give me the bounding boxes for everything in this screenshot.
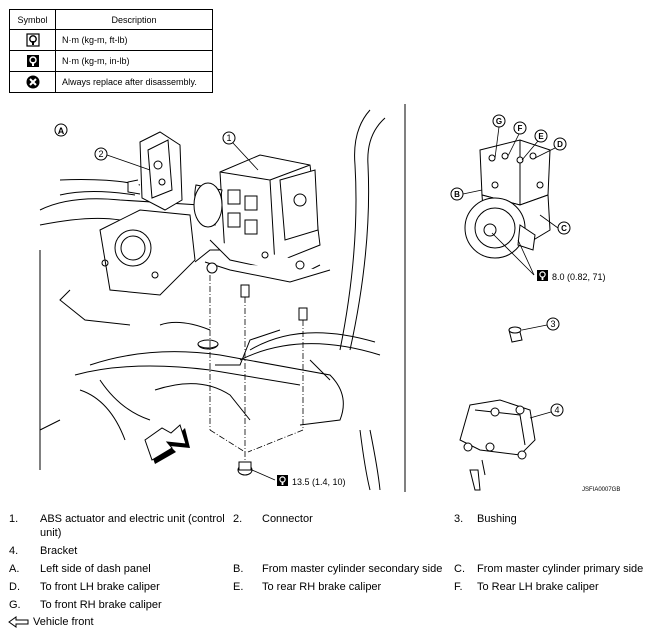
svg-text:A: A [58,126,65,136]
svg-text:1: 1 [226,133,231,143]
vehicle-front-arrow-icon [8,616,29,628]
abs-actuator-diagram: A [39,104,620,493]
svg-text:E: E [538,132,544,141]
legend-num: F. [454,581,463,593]
legend-text: Bushing [477,513,517,525]
legend-text: To front RH brake caliper [40,599,162,611]
legend-num: E. [233,581,244,593]
symbol-desc: N·m (kg-m, in-lb) [55,50,213,72]
connector-part [127,131,183,211]
svg-text:4: 4 [554,405,559,415]
callout-2: 2 [94,147,151,171]
mount-bolts [197,284,308,476]
legend-num: D. [9,581,20,593]
bracket-part [459,399,536,491]
figure-code: JSFIA0007GB [582,487,620,493]
vehicle-front-label: Vehicle front [33,616,94,628]
legend-text: To Rear LH brake caliper [477,581,599,593]
legend-text: Connector [262,513,313,525]
callout-3: 3 [521,317,560,331]
svg-text:13.5 (1.4, 10): 13.5 (1.4, 10) [292,477,346,487]
table-row: Always replace after disassembly. [9,71,213,93]
torque-label-1: 8.0 (0.82, 71) [491,232,606,282]
legend-text: Bracket [40,545,78,557]
legend-text: ABS actuator and electric unit (control … [40,513,225,539]
abs-actuator-left [193,154,331,283]
svg-text:8.0 (0.82, 71): 8.0 (0.82, 71) [552,272,606,282]
svg-text:B: B [454,190,460,199]
bushing-part [508,326,523,343]
table-row: N·m (kg-m, in-lb) [9,50,213,72]
view-label-a: A [54,123,68,137]
torque-wrench-icon [25,33,40,47]
svg-text:3: 3 [550,319,555,329]
letter-callout-e: E [521,129,548,161]
assembly-lines [209,275,304,460]
dash-panel-outline [39,109,386,491]
legend-num: 1. [9,513,19,525]
legend-text: Left side of dash panel [40,563,151,575]
legend-text: To rear RH brake caliper [262,581,382,593]
svg-text:2: 2 [98,149,103,159]
legend-num: G. [9,599,21,611]
torque-wrench-filled-icon [26,55,39,67]
vehicle-front-arrow [144,424,190,464]
letter-callout-g: G [492,114,506,159]
legend-text: To front LH brake caliper [40,581,160,593]
legend-num: 2. [233,513,243,525]
abs-actuator-right [464,139,551,259]
legend-num: 3. [454,513,464,525]
legend-text: From master cylinder secondary side [262,563,443,575]
symbol-desc: N·m (kg-m, ft-lb) [55,29,213,51]
vehicle-front-legend: Vehicle front [8,616,94,628]
description-header: Description [55,9,213,30]
symbol-desc: Always replace after disassembly. [55,71,213,93]
symbol-table: Symbol Description N·m (kg-m, ft-lb) [9,9,213,93]
letter-callout-b: B [450,187,483,201]
legend-num: C. [454,563,465,575]
legend-num: 4. [9,545,19,557]
letter-callout-d: D [534,137,567,159]
torque-label-2: 13.5 (1.4, 10) [251,469,346,487]
callout-1: 1 [222,131,259,171]
table-row: N·m (kg-m, ft-lb) [9,29,213,51]
svg-text:G: G [496,117,502,126]
letter-callout-c: C [539,214,571,235]
svg-text:C: C [561,224,567,233]
letter-callout-f: F [507,121,527,157]
callout-4: 4 [529,403,564,419]
replace-x-icon [26,75,39,89]
legend-text: From master cylinder primary side [477,563,644,575]
symbol-header: Symbol [9,9,56,30]
svg-text:F: F [518,124,523,133]
svg-text:D: D [557,140,563,149]
legend-num: A. [9,563,20,575]
legend-num: B. [233,563,244,575]
